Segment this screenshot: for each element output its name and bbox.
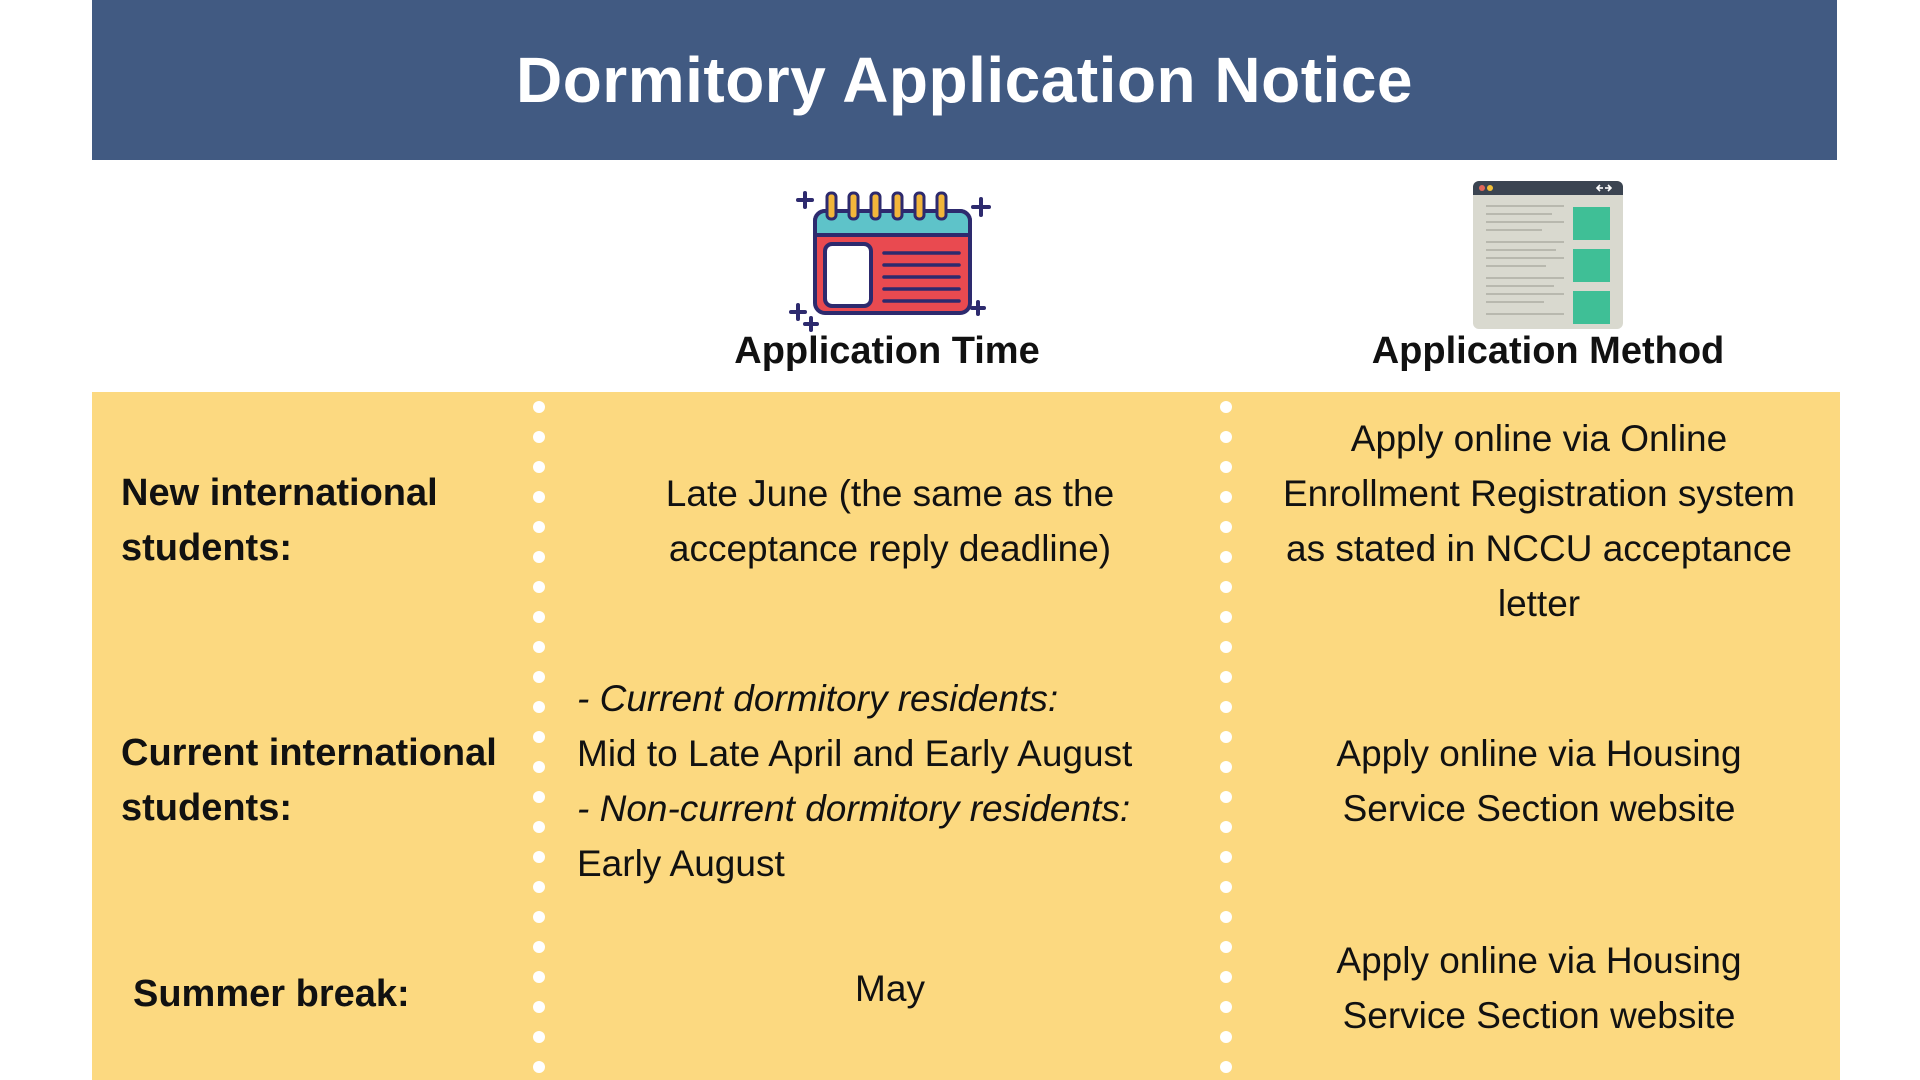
- application-time-heading: Application Time: [734, 330, 1040, 372]
- application-method-heading: Application Method: [1371, 330, 1725, 372]
- row-label-new-students: New international students:: [121, 472, 438, 569]
- row-label-summer-break: Summer break:: [133, 973, 410, 1015]
- page-title: Dormitory Application Notice: [515, 44, 1414, 116]
- method-cell-summer-break: Apply online via Housing Service Section…: [1336, 940, 1742, 1036]
- header-banner: Dormitory Application Notice: [92, 0, 1837, 160]
- calendar-icon: [789, 191, 991, 332]
- time-cell-current-students: - Current dormitory residents: Mid to La…: [577, 678, 1133, 884]
- web-browser-icon: [1473, 181, 1623, 329]
- column-divider-right: [1220, 401, 1232, 1073]
- row-label-current-students: Current international students:: [121, 732, 497, 829]
- column-divider-left: [533, 401, 545, 1073]
- application-table: New international students: Late June (t…: [92, 392, 1840, 1080]
- time-cell-new-students: Late June (the same as the acceptance re…: [665, 473, 1115, 569]
- method-cell-current-students: Apply online via Housing Service Section…: [1336, 733, 1742, 829]
- method-cell-new-students: Apply online via Online Enrollment Regis…: [1282, 418, 1796, 624]
- time-cell-summer-break: May: [855, 968, 925, 1009]
